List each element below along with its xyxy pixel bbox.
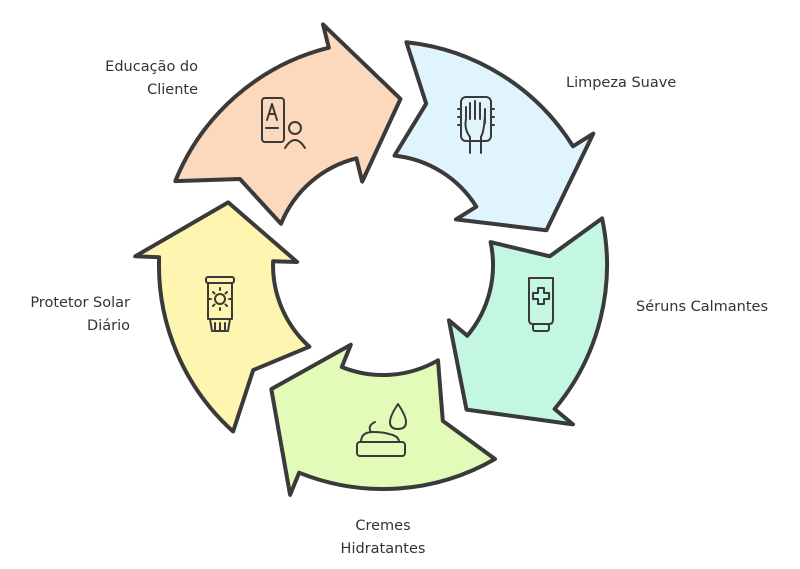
sunscreen-tube-icon — [205, 276, 235, 332]
segment-cremes-arrow — [269, 342, 497, 497]
segment-educacao-arrow — [173, 22, 403, 226]
segment-seruns-arrow — [446, 216, 610, 427]
step-label-limpeza: Limpeza Suave — [566, 72, 676, 95]
step-label-educacao: Educação do Cliente — [105, 56, 198, 102]
label-line: Protetor Solar — [30, 295, 130, 311]
step-label-seruns: Séruns Calmantes — [636, 296, 768, 319]
student-teacher-icon — [261, 97, 306, 149]
label-line: Hidratantes — [340, 541, 426, 557]
step-label-cremes: Cremes Hidratantes — [313, 515, 453, 561]
label-line: Cliente — [147, 82, 198, 98]
cream-jar-drop-icon — [356, 403, 407, 457]
serum-tube-cross-icon — [528, 277, 554, 332]
label-line: Limpeza Suave — [566, 75, 677, 91]
label-line: Séruns Calmantes — [636, 299, 769, 315]
label-line: Educação do — [105, 59, 198, 75]
segment-protetor-arrow — [133, 200, 312, 434]
label-line: Diário — [87, 318, 130, 334]
label-line: Cremes — [355, 518, 411, 534]
segment-limpeza-arrow — [392, 40, 596, 233]
step-label-protetor: Protetor Solar Diário — [30, 292, 130, 338]
hand-cleansing-icon — [457, 96, 495, 154]
